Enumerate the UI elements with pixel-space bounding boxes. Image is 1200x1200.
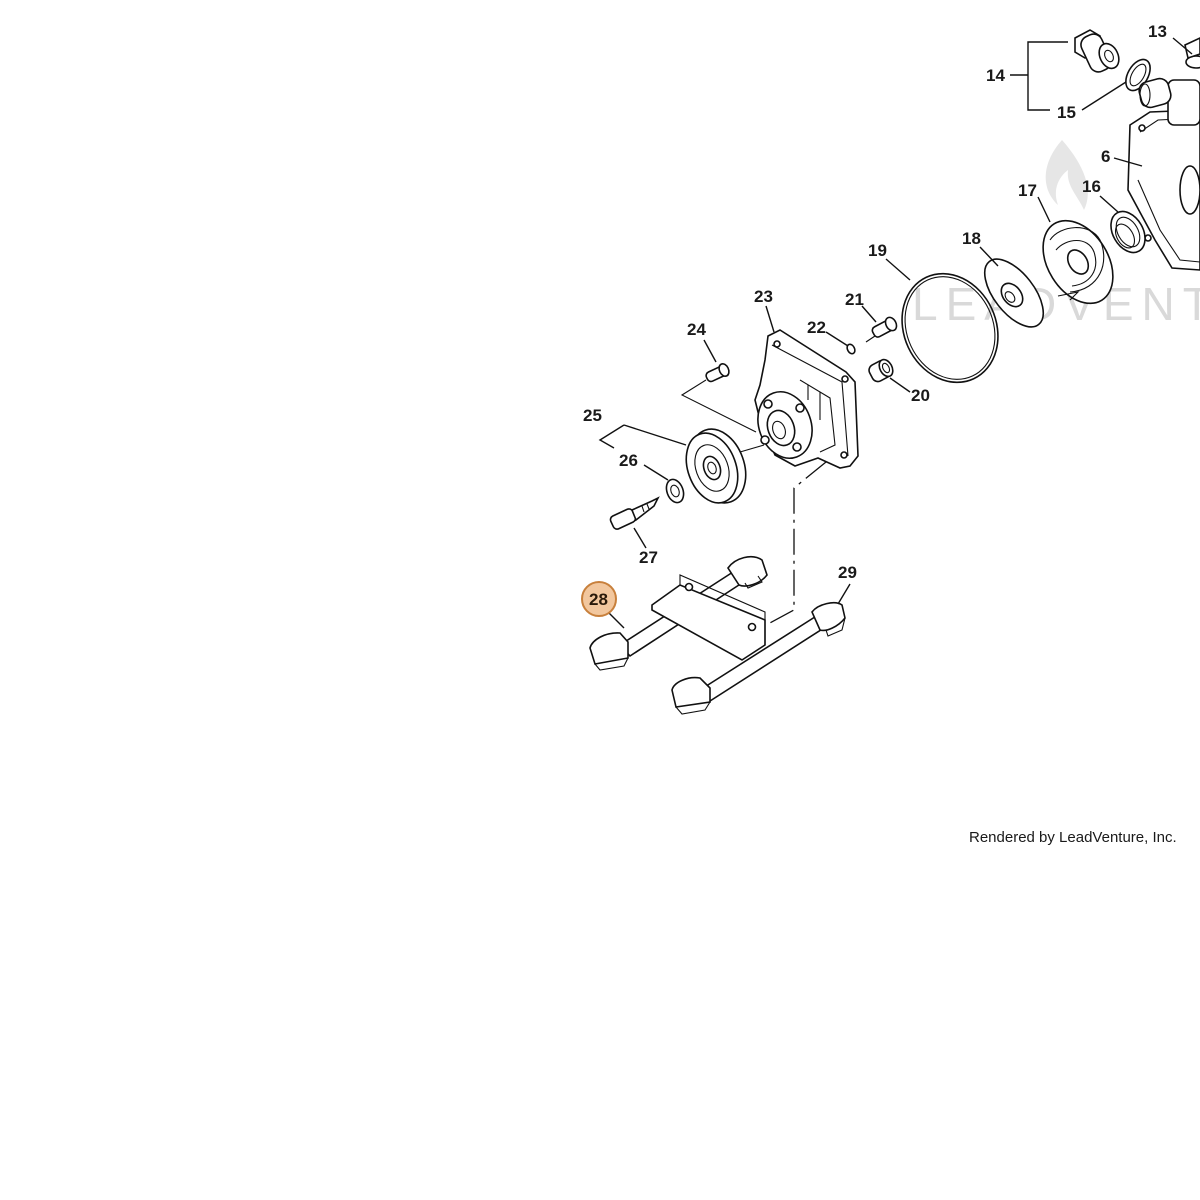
callout-24[interactable]: 24	[687, 320, 706, 339]
part-24-screw[interactable]	[705, 362, 731, 383]
part-18-washer[interactable]	[974, 249, 1055, 337]
callout-27[interactable]: 27	[639, 548, 658, 567]
leader-lines	[598, 37, 1193, 629]
callout-28-highlight	[581, 581, 617, 617]
callout-18[interactable]: 18	[962, 229, 981, 248]
callout-16[interactable]: 16	[1082, 177, 1101, 196]
part-25-bearing[interactable]	[677, 421, 755, 510]
part-19-o-ring[interactable]	[885, 258, 1016, 398]
callout-14[interactable]: 14	[986, 66, 1005, 85]
callout-21[interactable]: 21	[845, 290, 864, 309]
callout-15[interactable]: 15	[1057, 103, 1076, 122]
callout-17[interactable]: 17	[1018, 181, 1037, 200]
callout-26[interactable]: 26	[619, 451, 638, 470]
callout-6[interactable]: 6	[1101, 147, 1110, 166]
callout-20[interactable]: 20	[911, 386, 930, 405]
watermark-text: LEADVENTURE	[912, 278, 1200, 330]
render-credit: Rendered by LeadVenture, Inc.	[969, 829, 1177, 846]
part-26-ring[interactable]	[663, 477, 686, 505]
flame-logo-icon	[1045, 140, 1088, 210]
callout-19[interactable]: 19	[868, 241, 887, 260]
callout-13[interactable]: 13	[1148, 22, 1167, 41]
part-28-base-frame[interactable]	[589, 556, 846, 715]
part-20-nut[interactable]	[867, 357, 896, 383]
callout-22[interactable]: 22	[807, 318, 826, 337]
part-6-pump-housing[interactable]	[1127, 77, 1200, 271]
watermark: LEADVENTURE	[912, 140, 1200, 330]
part-17-impeller[interactable]	[1029, 208, 1128, 316]
part-13-plug[interactable]	[1184, 37, 1200, 69]
part-23-flange-housing[interactable]	[749, 329, 859, 469]
callout-28[interactable]: 28	[589, 590, 608, 609]
part-27-pin[interactable]	[609, 496, 660, 530]
part-16-seal[interactable]	[1104, 205, 1152, 258]
part-21-screw[interactable]	[865, 315, 899, 343]
callouts: 13 14 15 6 17 16 19 18 23 21 22 24 20 25…	[583, 22, 1167, 609]
callout-29[interactable]: 29	[838, 563, 857, 582]
part-22-washer[interactable]	[846, 343, 857, 355]
callout-23[interactable]: 23	[754, 287, 773, 306]
callout-25[interactable]: 25	[583, 406, 602, 425]
part-14-fitting[interactable]	[1074, 29, 1123, 75]
